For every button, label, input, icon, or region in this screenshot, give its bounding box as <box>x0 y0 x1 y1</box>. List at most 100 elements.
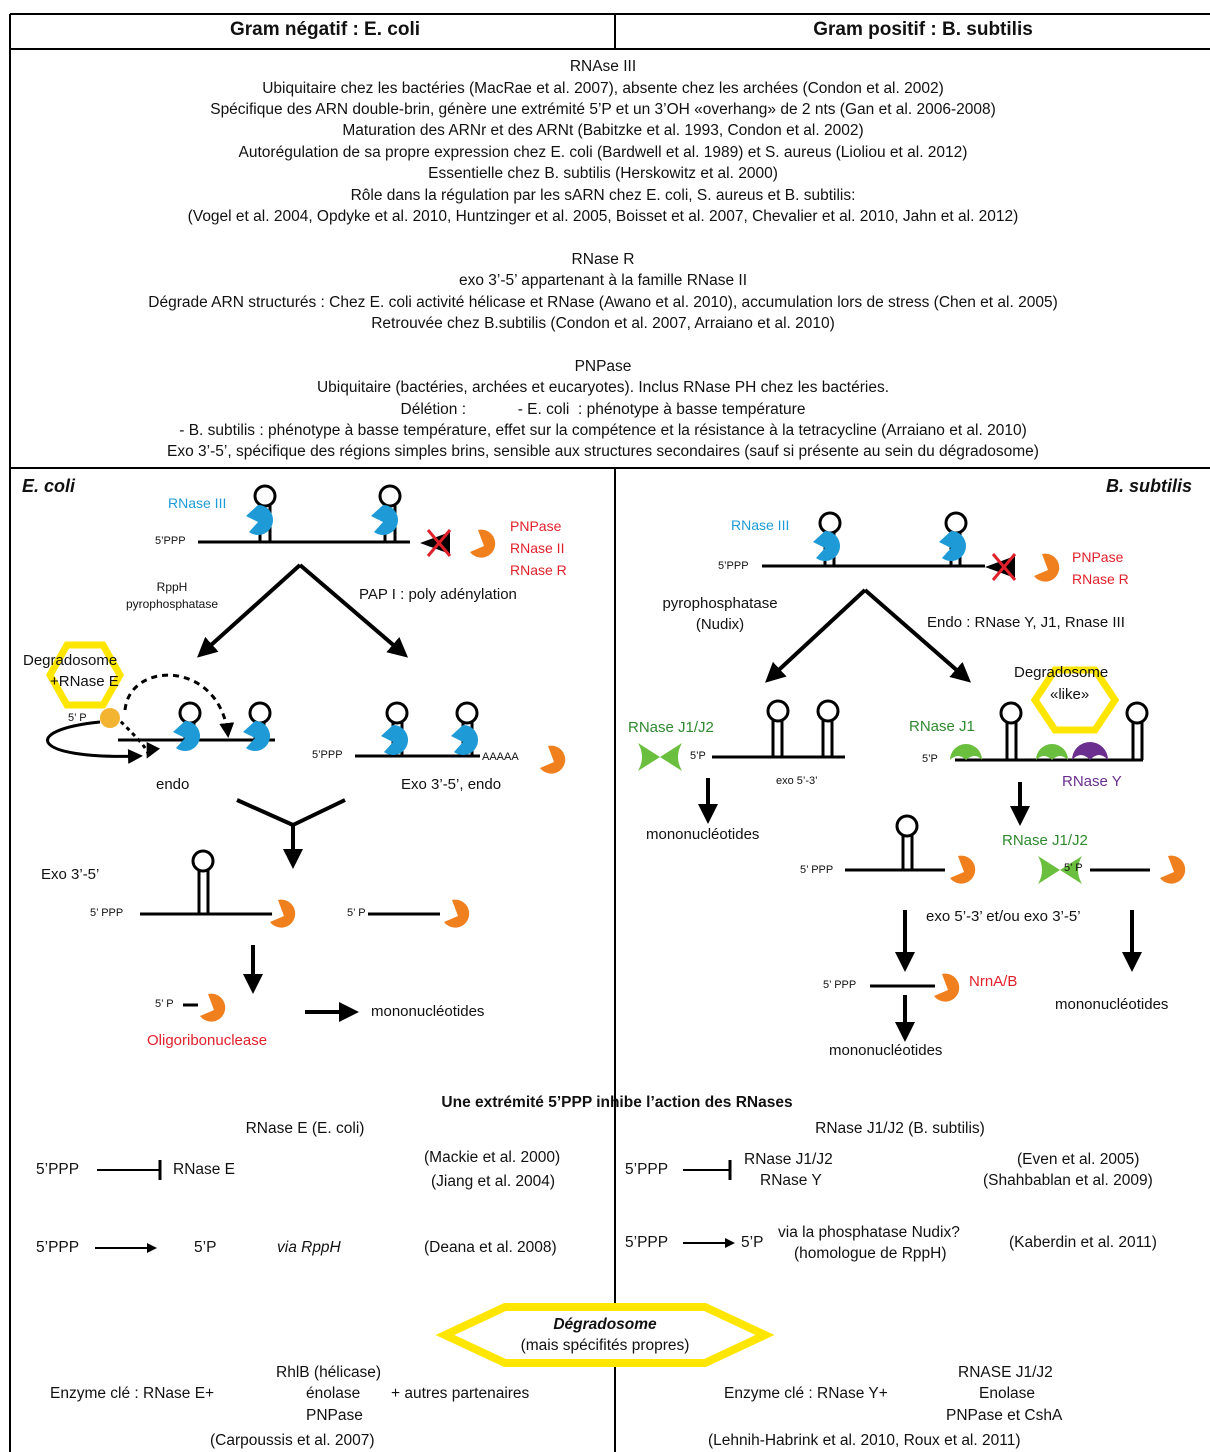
reference: (Even et al. 2005) <box>1017 1151 1140 1168</box>
exonuclease-icon <box>470 529 496 558</box>
header-right: Gram positif : B. subtilis <box>813 19 1033 40</box>
five-prime-label: 5’PPP <box>155 535 186 547</box>
partner: Enolase <box>979 1385 1036 1402</box>
exonuclease-icon <box>1034 553 1060 582</box>
key-enzyme-left: Enzyme clé : RNase E+ <box>50 1385 215 1402</box>
rnase3-enzyme-icon <box>813 531 840 561</box>
degradosome-hexagon <box>1030 666 1120 734</box>
bsub-panel-title: B. subtilis <box>1106 476 1193 496</box>
mononucleotides-label: mononucléotides <box>371 1003 485 1020</box>
five-prime-label: 5’ P <box>347 907 366 919</box>
inhibition-title: Une extrémité 5’PPP inhibe l’action des … <box>441 1094 793 1111</box>
info-line: Retrouvée chez B.subtilis (Condon et al.… <box>371 315 835 332</box>
mononucleotides-label: mononucléotides <box>1055 996 1169 1013</box>
rnase3-title: RNAse III <box>569 58 637 75</box>
rnaser-title: RNase R <box>571 251 635 268</box>
rnase3-enzyme-icon <box>939 531 966 561</box>
rnase-y-icon <box>1072 742 1108 760</box>
five-prime-label: 5’PPP <box>312 749 343 761</box>
degradosome-banner <box>435 1303 775 1367</box>
partner: RNASE J1/J2 <box>958 1364 1053 1381</box>
info-line: Ubiquitaire (bactéries, archées et eucar… <box>316 379 890 396</box>
info-line: Ubiquitaire chez les bactéries (MacRae e… <box>262 80 944 97</box>
pnpase-label: PNPase <box>510 518 562 534</box>
nrm-icon <box>934 973 960 1002</box>
info-line: - B. subtilis : phénotype à basse tempér… <box>179 422 1027 439</box>
pnpase-icon <box>540 745 566 774</box>
pap-label: PAP I : poly adénylation <box>359 586 517 603</box>
endo-label: Endo : RNase Y, J1, Rnase III <box>927 614 1125 631</box>
nudix-label: (Nudix) <box>695 616 745 633</box>
ecoli-panel-title: E. coli <box>22 476 76 496</box>
exo35-label: Exo 3’-5’ <box>41 866 100 883</box>
bsub-split-arrows <box>765 588 972 683</box>
partner: RhlB (hélicase) <box>276 1364 382 1381</box>
exo-or-label: exo 5’-3’ et/ou exo 3’-5’ <box>926 908 1081 925</box>
partner: énolase <box>306 1385 361 1402</box>
reference: (Deana et al. 2008) <box>424 1239 557 1256</box>
info-line: exo 3’-5’ appartenant à la famille RNase… <box>458 272 748 289</box>
five-prime-label: 5’ P <box>155 998 174 1010</box>
rnase3-label: RNase III <box>168 495 227 511</box>
inhibition-right-subtitle: RNase J1/J2 (B. subtilis) <box>815 1120 985 1137</box>
exonuclease-icon <box>444 899 470 928</box>
rnase-y-label: RNase Y <box>760 1172 822 1189</box>
exonuclease-icon <box>950 855 976 884</box>
exo-endo-label: Exo 3’-5’, endo <box>401 776 502 793</box>
degradosome-label: Degradosome <box>1014 664 1109 681</box>
like-label: «like» <box>1050 686 1090 703</box>
rnasee-icon <box>100 708 120 728</box>
reference: (Carpoussis et al. 2007) <box>210 1432 375 1449</box>
rnase2-label: RNase II <box>510 540 565 556</box>
info-line: Essentielle chez B. subtilis (Herskowitz… <box>428 165 778 182</box>
rnase3-enzyme-icon <box>451 725 478 755</box>
five-prime-label: 5’PPP <box>718 560 749 572</box>
ecoli-merge-arrows <box>236 798 346 869</box>
ppp-label: 5’PPP <box>36 1239 80 1256</box>
inhibition-lines <box>95 1160 735 1253</box>
blocked-icon <box>985 553 1017 581</box>
info-line: Rôle dans la régulation par les sARN che… <box>350 187 856 204</box>
partner: PNPase <box>306 1407 363 1424</box>
ecoli-exo-rna <box>140 849 440 916</box>
exonuclease-icon <box>270 899 296 928</box>
rnase-j1-label: RNase J1 <box>909 718 975 735</box>
via-label: via RppH <box>277 1239 341 1256</box>
blocked-icon <box>420 529 452 557</box>
rnase-j1-icon <box>950 744 982 760</box>
info-line: Autorégulation de sa propre expression c… <box>238 144 968 161</box>
p-label: 5’P <box>194 1239 217 1256</box>
five-prime-label: 5’ P <box>68 712 87 724</box>
degradosome-hexagon <box>45 641 125 709</box>
pyrophosphatase-label: pyrophosphatase <box>662 595 778 612</box>
header-left: Gram négatif : E. coli <box>229 19 421 40</box>
bsub-left-rna <box>712 699 845 759</box>
rnaser-label: RNase R <box>1072 571 1129 587</box>
rpph-label: RppH <box>156 580 188 594</box>
rnase3-enzyme-icon <box>243 721 270 751</box>
homologue-label: (homologue de RppH) <box>794 1245 947 1262</box>
five-prime-label: 5’P <box>690 750 706 762</box>
oligoribonuclease-icon <box>200 993 226 1022</box>
bsub-exo-rna <box>845 814 1150 872</box>
polya-label: AAAAA <box>482 751 519 763</box>
pnpase-label: PNPase <box>1072 549 1124 565</box>
partner: + autres partenaires <box>391 1385 530 1402</box>
key-enzyme-right: Enzyme clé : RNase Y+ <box>724 1385 888 1402</box>
reference: (Jiang et al. 2004) <box>431 1173 556 1190</box>
via-label: via la phosphatase Nudix? <box>778 1224 960 1241</box>
bsub-right-rna <box>955 701 1149 762</box>
ppp-label: 5’PPP <box>625 1161 669 1178</box>
five-prime-label: 5’ PPP <box>90 907 124 919</box>
reference: (Lehnih-Habrink et al. 2010, Roux et al.… <box>708 1432 1021 1449</box>
reference: (Mackie et al. 2000) <box>424 1149 561 1166</box>
mononucleotides-label: mononucléotides <box>829 1042 943 1059</box>
five-prime-label: 5’ PPP <box>823 979 857 991</box>
pyrophosphatase-label: pyrophosphatase <box>125 597 219 611</box>
exo53-label: exo 5’-3’ <box>776 775 818 787</box>
info-line: (Vogel et al. 2004, Opdyke et al. 2010, … <box>187 208 1019 225</box>
rnase3-enzyme-icon <box>173 721 200 751</box>
ppp-label: 5’PPP <box>36 1161 80 1178</box>
info-line: Maturation des ARNr et des ARNt (Babitzk… <box>342 122 864 139</box>
rnasee-label: +RNase E <box>50 673 119 690</box>
